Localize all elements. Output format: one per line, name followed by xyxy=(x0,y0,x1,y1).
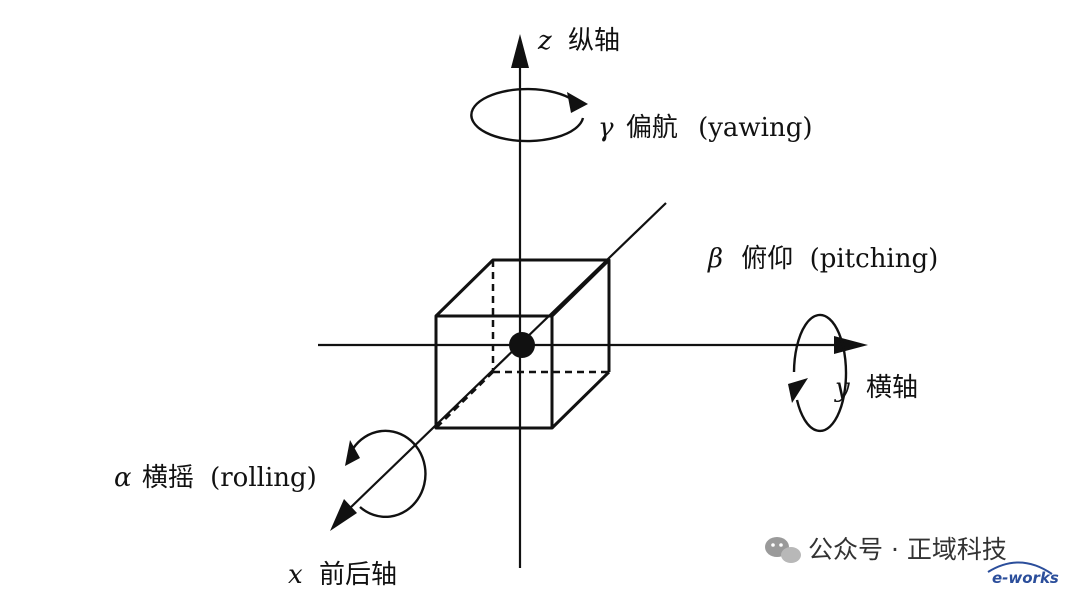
yaw-rotation-arrow xyxy=(470,87,588,143)
yaw-label: γ 偏航 (yawing) xyxy=(598,113,813,143)
y-axis-arrowhead xyxy=(834,336,868,354)
pitch-rotation-arrow xyxy=(788,313,848,433)
center-point xyxy=(509,332,535,358)
z-axis xyxy=(511,34,529,568)
roll-rotation-arrow xyxy=(345,429,427,518)
y-axis xyxy=(318,336,868,354)
roll-label: α 横摇 (rolling) xyxy=(114,463,317,493)
pitch-label: β 俯仰 (pitching) xyxy=(707,244,938,274)
z-axis-arrowhead xyxy=(511,34,529,68)
x-axis-arrowhead xyxy=(330,499,357,531)
watermark-text: 公众号 · 正域科技 xyxy=(808,535,1007,564)
x-axis xyxy=(330,202,667,531)
x-axis-label: x 前后轴 xyxy=(288,560,397,590)
e-works-logo: e-works xyxy=(987,561,1059,587)
cube xyxy=(434,258,611,430)
cube-front-face xyxy=(434,314,554,430)
svg-text:e-works: e-works xyxy=(992,569,1059,587)
watermark: 公众号 · 正域科技 e-works xyxy=(765,535,1059,587)
z-axis-label: z 纵轴 xyxy=(537,26,620,56)
wechat-icon xyxy=(765,537,801,563)
y-axis-label: y 横轴 xyxy=(834,373,918,403)
